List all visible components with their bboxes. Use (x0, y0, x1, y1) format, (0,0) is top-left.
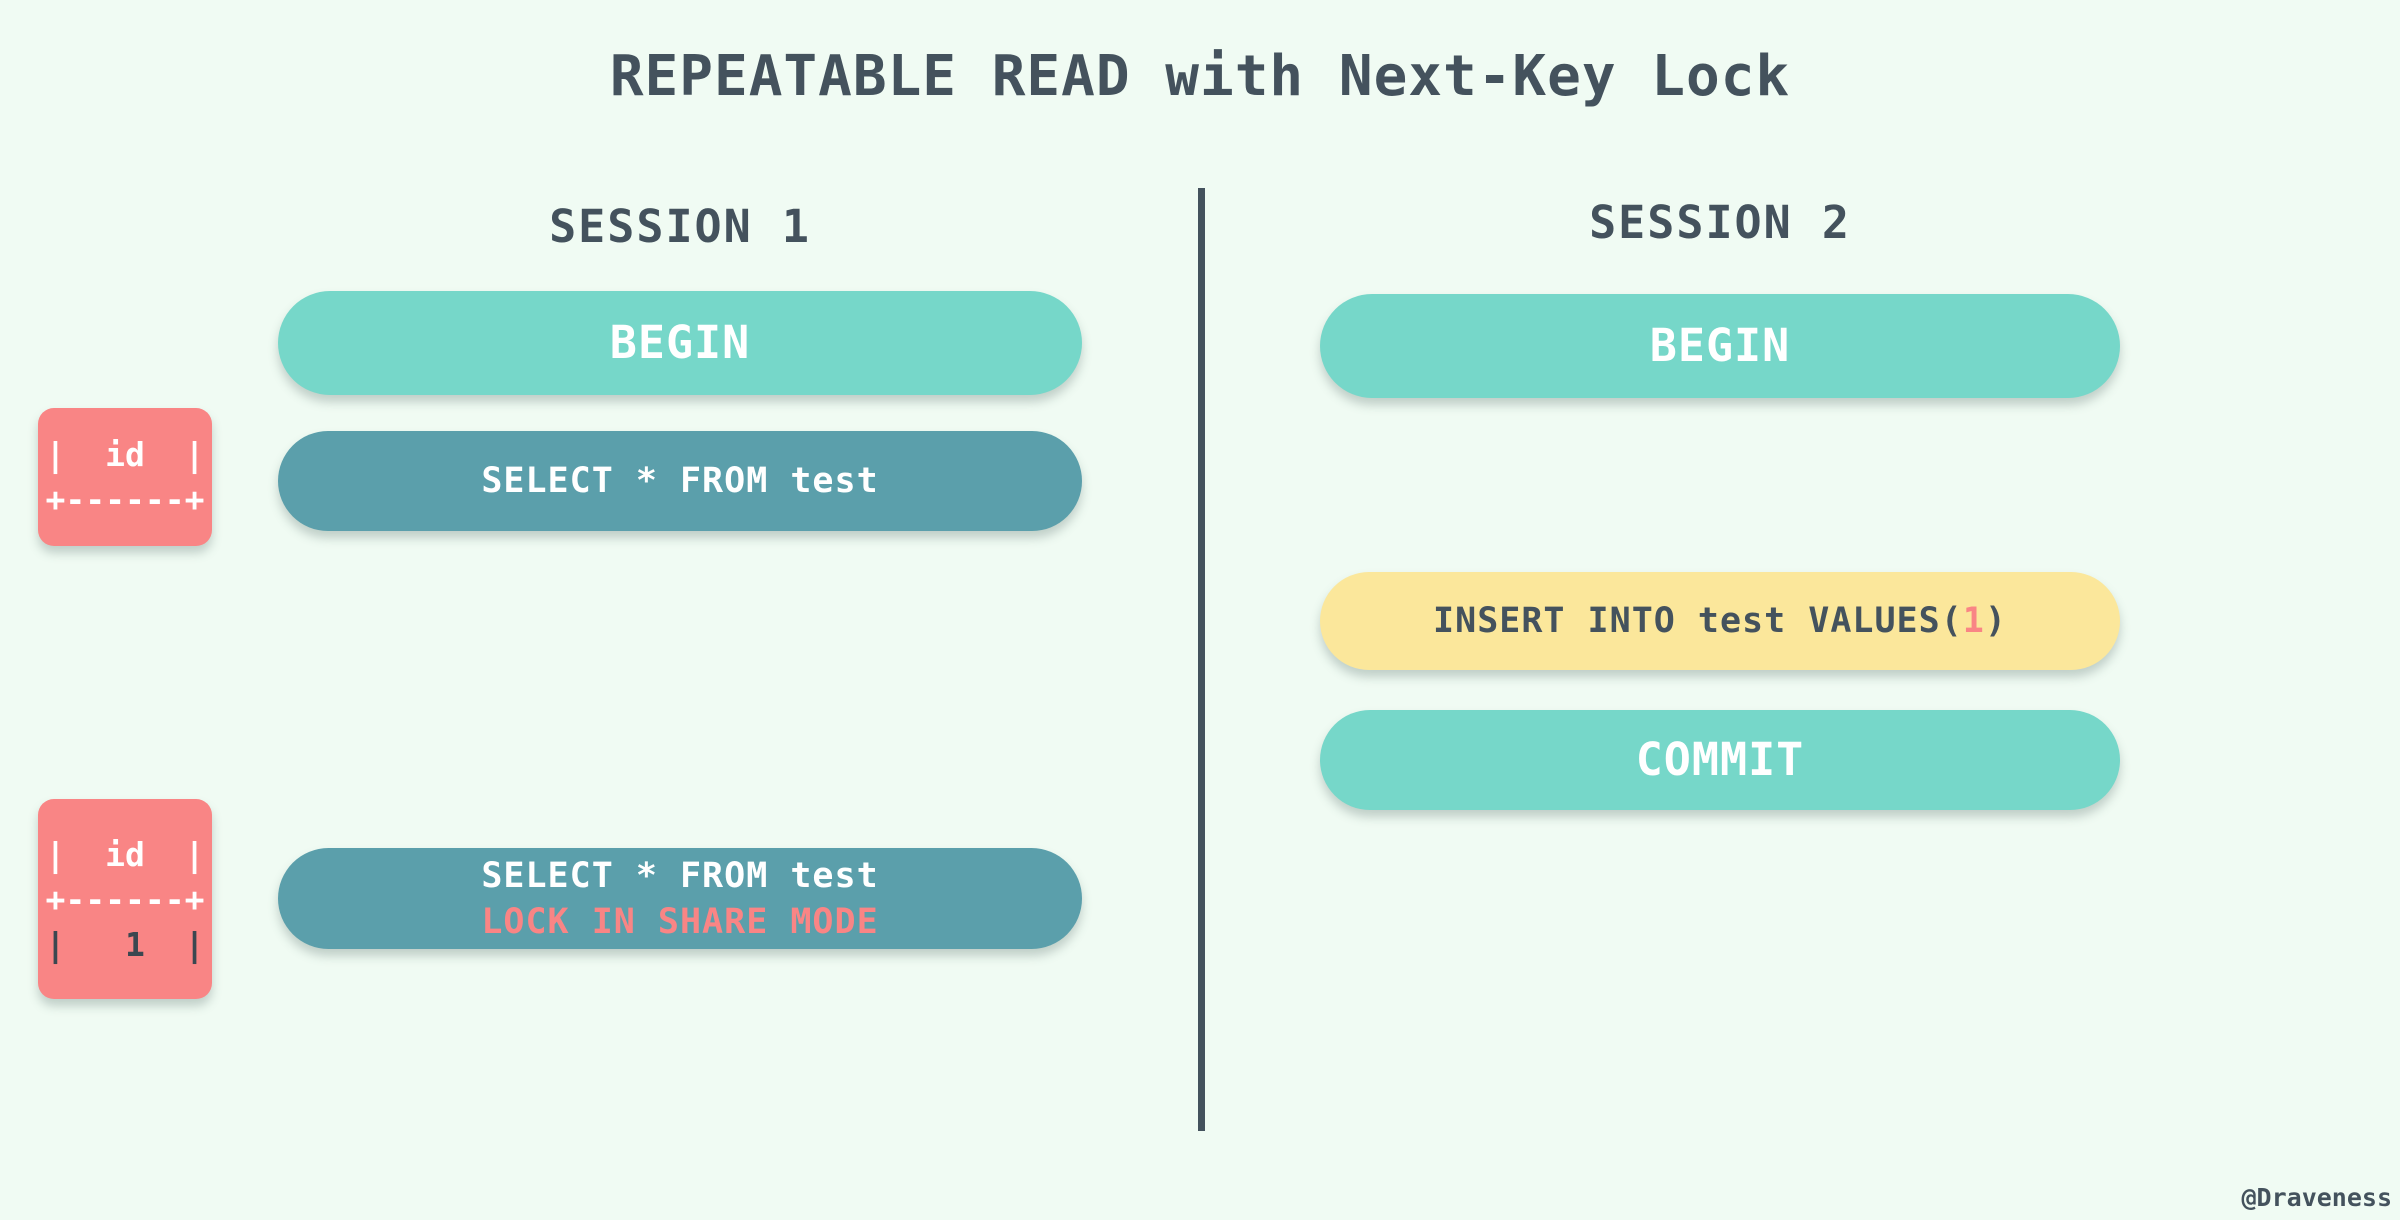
result-row-header: | id | (45, 834, 205, 874)
session1-result-table-row1: | id | +------+ | 1 | (38, 799, 212, 999)
session-divider (1198, 188, 1205, 1131)
statement-text: SELECT * FROM test (481, 461, 879, 501)
session1-select-lock-statement: SELECT * FROM test LOCK IN SHARE MODE (278, 848, 1082, 949)
session2-commit-statement: COMMIT (1320, 710, 2120, 810)
insert-text-prefix: INSERT INTO test VALUES( (1433, 601, 1963, 641)
author-watermark: @Draveness (2241, 1183, 2392, 1212)
session1-header: SESSION 1 (549, 200, 811, 253)
insert-text-suffix: ) (1984, 601, 2007, 641)
diagram-title: REPEATABLE READ with Next-Key Lock (609, 44, 1791, 109)
statement-text: INSERT INTO test VALUES(1) (1433, 598, 2007, 644)
result-row-separator: +------+ (45, 879, 205, 919)
statement-text: COMMIT (1635, 733, 1805, 786)
statement-text-line2: LOCK IN SHARE MODE (481, 901, 879, 942)
insert-value: 1 (1962, 601, 1985, 641)
result-row-value: | 1 | (45, 924, 205, 964)
result-row-header: | id | (45, 435, 205, 474)
statement-text: BEGIN (1649, 319, 1791, 372)
session2-header: SESSION 2 (1589, 196, 1851, 249)
session1-select-statement: SELECT * FROM test (278, 431, 1082, 531)
session2-insert-statement: INSERT INTO test VALUES(1) (1320, 572, 2120, 670)
statement-text: BEGIN (609, 316, 751, 369)
statement-text-line1: SELECT * FROM test (481, 855, 879, 896)
result-row-separator: +------+ (45, 480, 205, 519)
session1-result-table-empty: | id | +------+ (38, 408, 212, 546)
session2-begin-statement: BEGIN (1320, 294, 2120, 398)
session1-begin-statement: BEGIN (278, 291, 1082, 395)
